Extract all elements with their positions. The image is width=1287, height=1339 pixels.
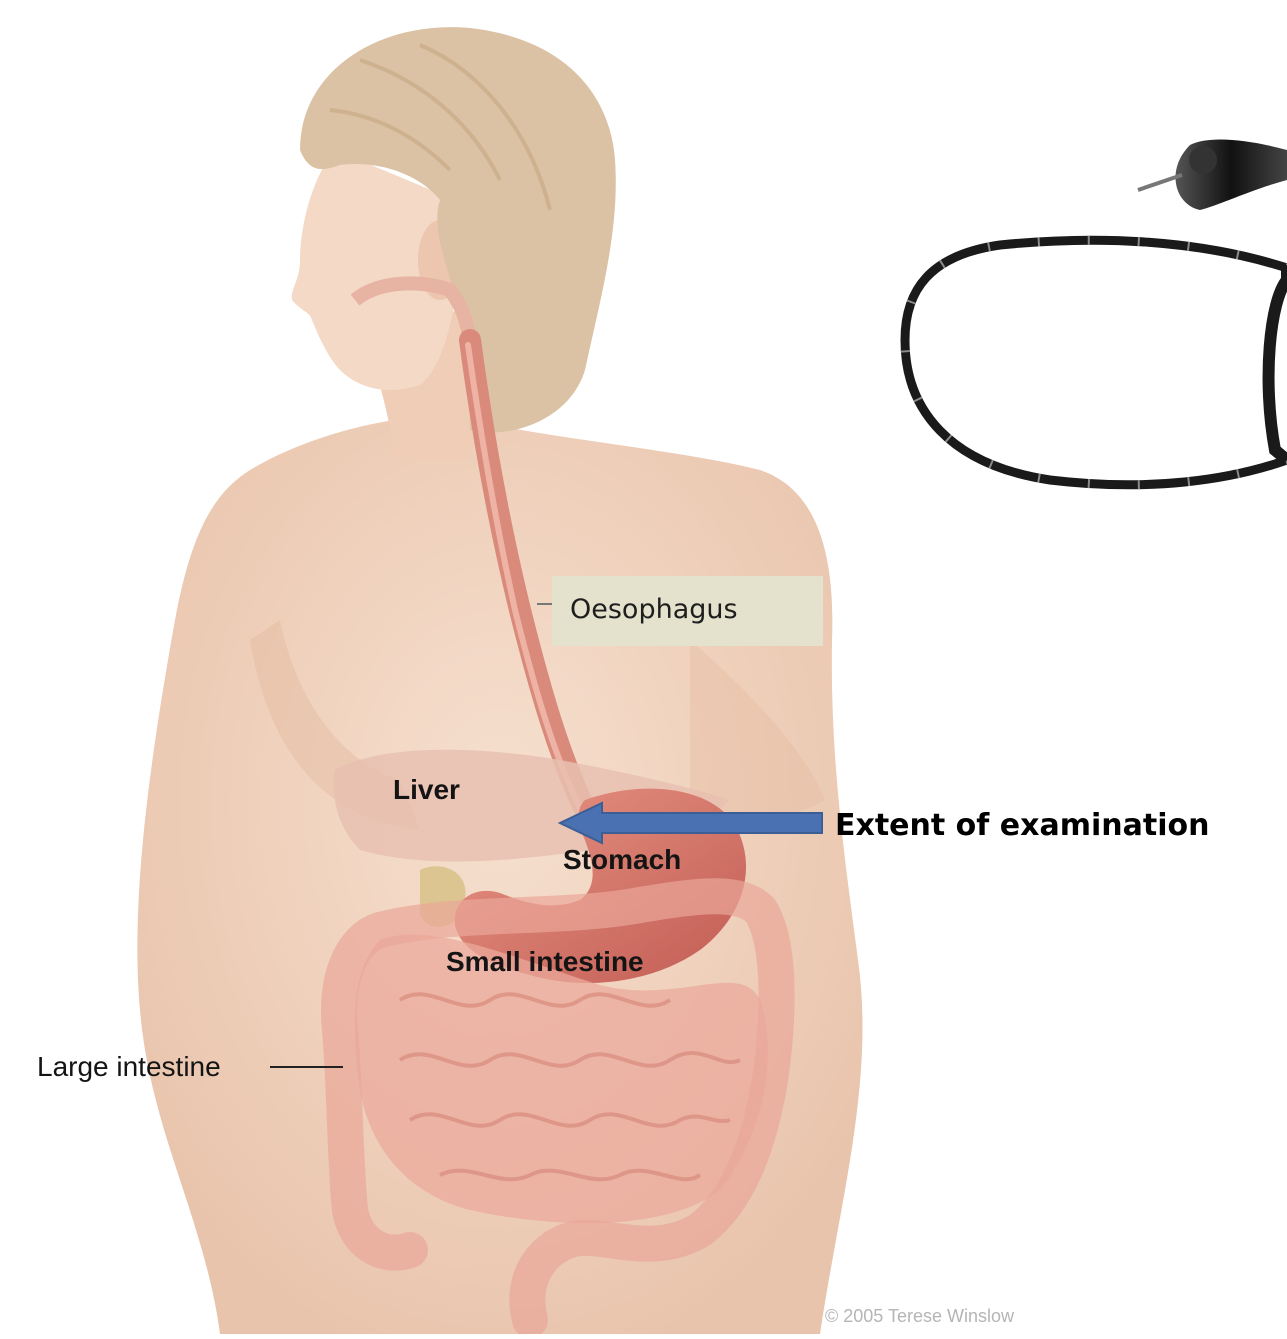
endoscope-insertion-tube	[1269, 265, 1287, 460]
stomach-label: Stomach	[563, 844, 681, 876]
endoscope-tip	[1138, 175, 1182, 190]
extent-of-examination-label: Extent of examination	[835, 808, 1209, 843]
large-intestine-label: Large intestine	[37, 1051, 221, 1083]
endoscope-device	[905, 140, 1287, 485]
endoscope-control-knob	[1189, 146, 1217, 174]
oesophagus-label: Oesophagus	[570, 594, 738, 625]
small-intestine-label: Small intestine	[446, 946, 644, 978]
copyright-notice: © 2005 Terese Winslow	[825, 1306, 1014, 1327]
endoscope-handle	[1176, 140, 1287, 210]
endoscope-cable	[905, 240, 1287, 485]
liver-label: Liver	[393, 774, 460, 806]
